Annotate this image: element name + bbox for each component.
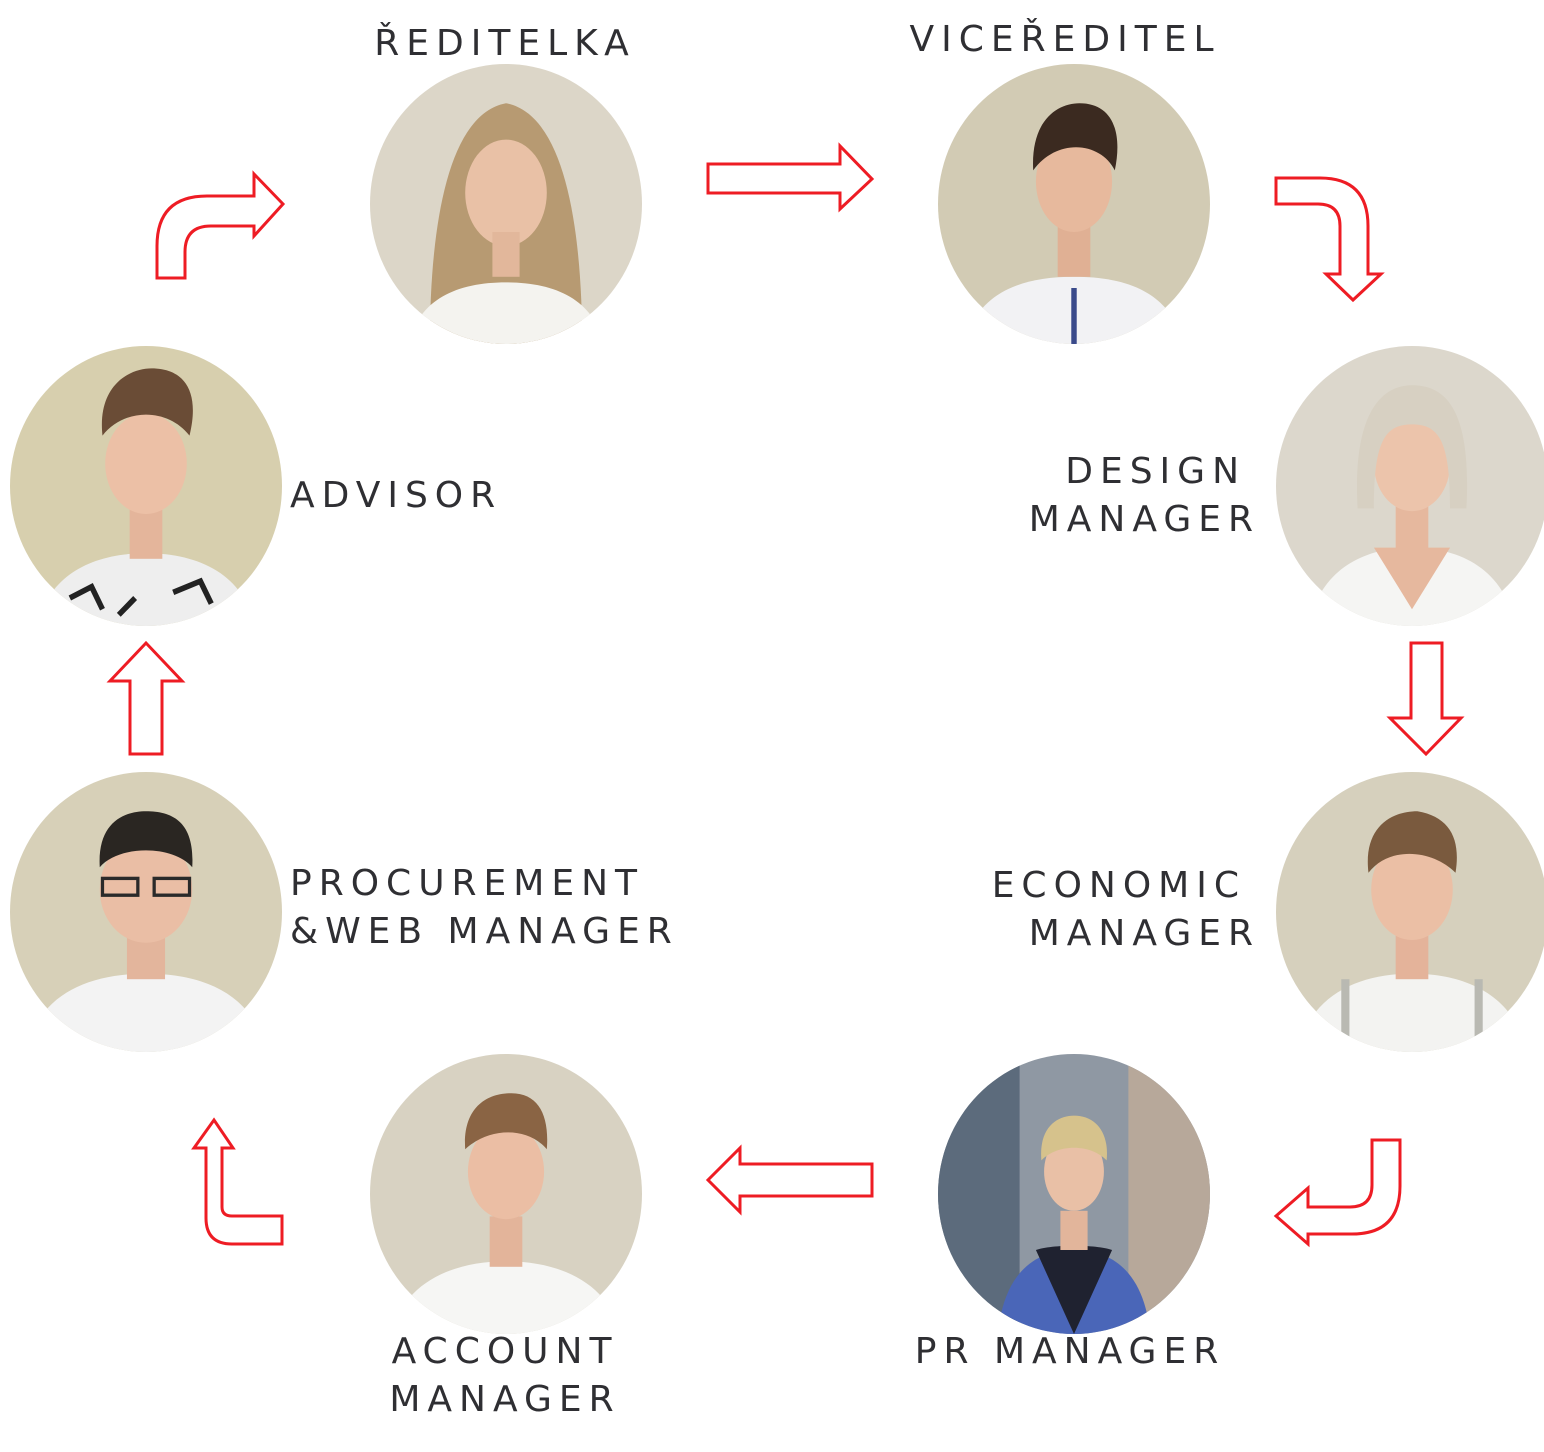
role-label-reditelka: ŘEDITELKA: [374, 23, 636, 64]
role-label-economic-manager: ECONOMIC MANAGER: [991, 865, 1260, 954]
role-label-account-manager: ACCOUNT MANAGER: [389, 1331, 621, 1420]
portrait-account-manager: [370, 1054, 642, 1334]
arrow-turn-right-icon: [155, 170, 286, 280]
arrow-turn-left-icon: [1273, 1138, 1402, 1248]
portrait-advisor: [10, 346, 282, 626]
arrow-turn-up-icon: [191, 1117, 284, 1246]
portrait-procurement-web-manager: [10, 772, 282, 1052]
role-label-design-manager: DESIGN MANAGER: [1028, 451, 1260, 540]
role-label-pr-manager: PR MANAGER: [914, 1331, 1226, 1372]
role-label-procurement-web-manager: PROCUREMENT &WEB MANAGER: [290, 863, 679, 952]
portrait-pr-manager: [938, 1054, 1210, 1334]
portrait-reditelka: [370, 64, 642, 344]
portrait-economic-manager: [1276, 772, 1544, 1052]
arrow-up-icon: [106, 640, 186, 756]
role-label-advisor: ADVISOR: [290, 475, 503, 516]
portrait-vicereditel: [938, 64, 1210, 344]
arrow-down-icon: [1386, 641, 1465, 757]
portrait-design-manager: [1276, 346, 1544, 626]
role-label-vicereditel: VICEŘEDITEL: [909, 19, 1221, 60]
arrow-turn-down-icon: [1274, 176, 1385, 303]
arrow-left-icon: [705, 1144, 874, 1216]
arrow-right-icon: [706, 142, 875, 213]
